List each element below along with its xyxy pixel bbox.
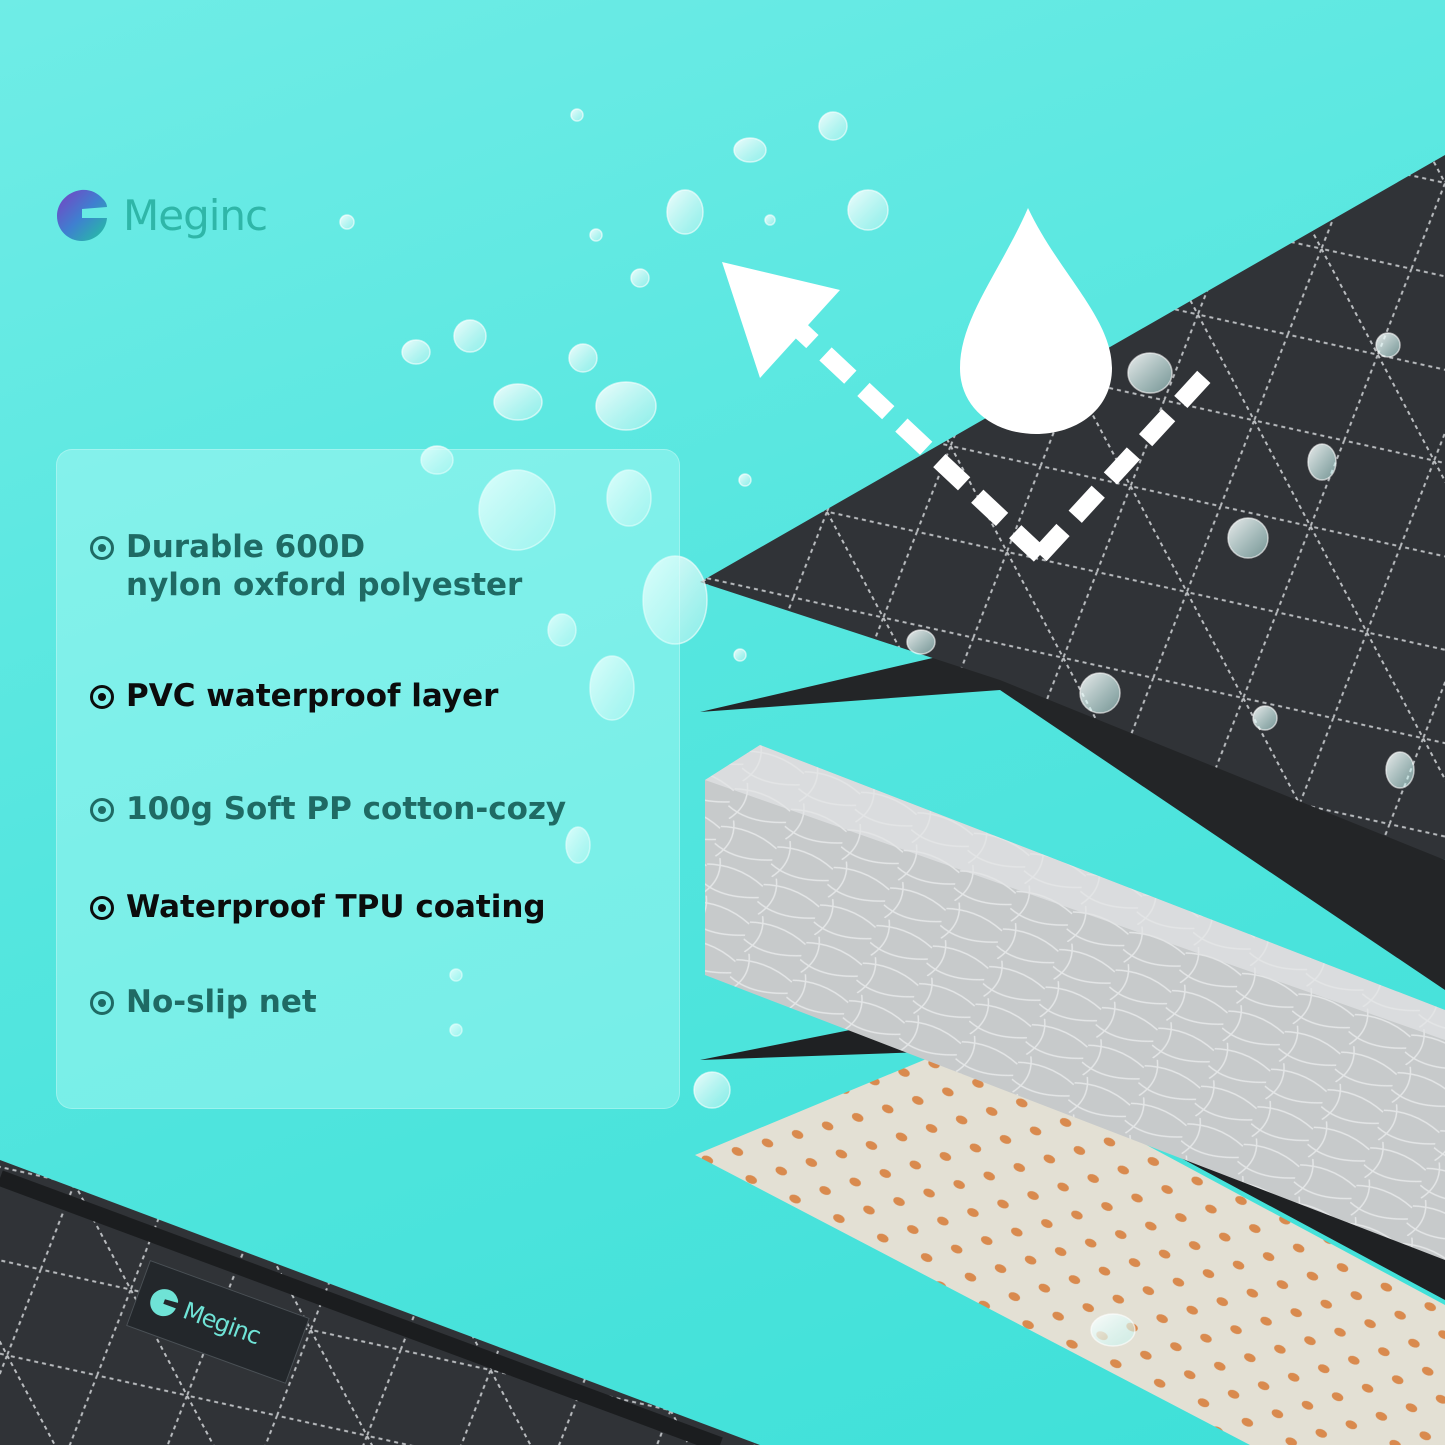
target-bullet-icon: [90, 536, 114, 560]
feature-item: Waterproof TPU coating: [90, 888, 546, 926]
brand-name: Meginc: [123, 190, 268, 240]
target-bullet-icon: [90, 991, 114, 1015]
cotton-foam-layer: [705, 745, 1445, 1260]
feature-item: PVC waterproof layer: [90, 677, 498, 715]
pvc-waterproof-layer: [700, 640, 1445, 990]
target-bullet-icon: [90, 685, 114, 709]
cotton-foam-top: [705, 745, 1445, 1040]
features-panel: [56, 449, 680, 1109]
no-slip-net-layer: [695, 1045, 1445, 1445]
feature-item: Durable 600D nylon oxford polyester: [90, 528, 522, 604]
feature-text: 100g Soft PP cotton-cozy: [126, 791, 567, 827]
feature-text: PVC waterproof layer: [126, 678, 499, 714]
pad-corner-edge: [0, 1170, 723, 1445]
target-bullet-icon: [90, 798, 114, 822]
feature-item: No-slip net: [90, 983, 317, 1021]
meginc-logo-icon: [57, 189, 107, 241]
feature-text: Waterproof TPU coating: [126, 889, 546, 925]
target-bullet-icon: [90, 896, 114, 920]
water-droplets: [339, 108, 1415, 1347]
feature-text: Durable 600D nylon oxford polyester: [126, 529, 523, 603]
feature-text: No-slip net: [126, 984, 317, 1020]
product-label-tag: Meginc: [126, 1260, 310, 1384]
feature-item: 100g Soft PP cotton-cozy: [90, 790, 566, 828]
tag-brand-name: Meginc: [179, 1296, 264, 1351]
water-drop-icon: [960, 208, 1112, 434]
breathable-arrow-icon: [722, 262, 1219, 562]
brand-logo: Meginc: [55, 180, 268, 250]
meginc-logo-icon: [150, 1289, 179, 1317]
pad-corner: [0, 1160, 760, 1445]
